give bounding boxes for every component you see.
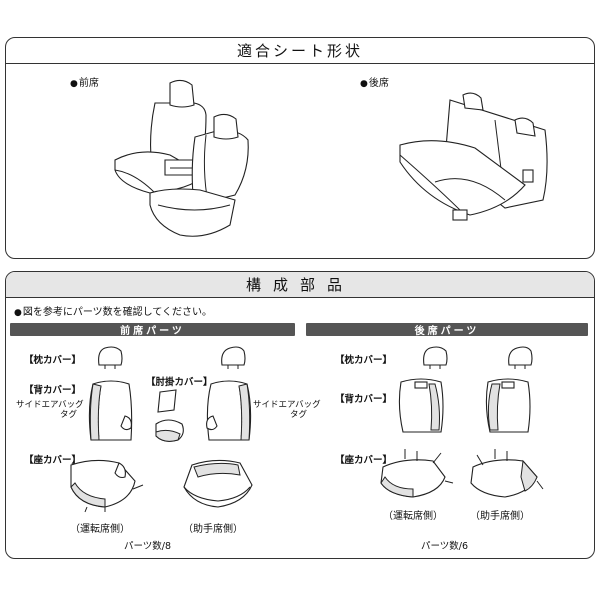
seat-cushion-cover-icon [380,449,454,498]
rear-back-label: 【背カバー】 [335,394,393,405]
rear-seat-cover-label: 【座カバー】 [335,455,393,466]
front-driver-side-label: （運転席側） [70,524,130,535]
front-airbag-tag-right-2: タグ [290,410,308,420]
parts-instruction: 図を参考にパーツ数を確認してください。 [14,303,212,318]
headrest-cover-icon [508,346,533,369]
front-armrest-label: 【肘掛カバー】 [146,377,213,388]
rear-parts-banner: 後席パーツ [306,323,588,337]
headrest-cover-icon [423,346,448,369]
rear-seat-label: 後席 [360,74,389,89]
rear-driver-side-label: （運転席側） [383,511,443,522]
front-seat-label: 前席 [70,74,99,89]
seatback-cover-icon [485,378,531,433]
front-passenger-side-label: （助手席側） [183,524,243,535]
front-seat-illustration [114,79,249,237]
armrest-cover-icon [155,389,184,442]
seatback-cover-icon [88,380,133,441]
front-headrest-label: 【枕カバー】 [24,355,82,366]
seat-cushion-cover-icon [183,459,253,508]
front-parts-count: パーツ数/8 [124,541,172,552]
front-seat-cover-label: 【座カバー】 [24,455,82,466]
seatback-cover-icon [206,380,252,441]
front-back-label: 【背カバー】 [24,385,82,396]
front-parts-banner: 前席パーツ [10,323,295,337]
front-airbag-tag-right: サイドエアバッグ [253,400,321,410]
rear-headrest-label: 【枕カバー】 [335,355,393,366]
seat-shape-title: 適合シート形状 [6,38,594,64]
rear-parts-count: パーツ数/6 [421,541,469,552]
headrest-cover-icon [221,346,246,369]
front-airbag-tag-left-2: タグ [60,410,78,420]
seat-cushion-cover-icon [70,459,144,513]
rear-passenger-side-label: （助手席側） [470,511,530,522]
seatback-cover-icon [398,378,444,433]
rear-seat-illustration [399,92,548,221]
parts-title: 構成部品 [6,272,594,298]
front-airbag-tag-left: サイドエアバッグ [16,400,84,410]
seat-cushion-cover-icon [470,449,544,498]
headrest-cover-icon [98,346,123,369]
